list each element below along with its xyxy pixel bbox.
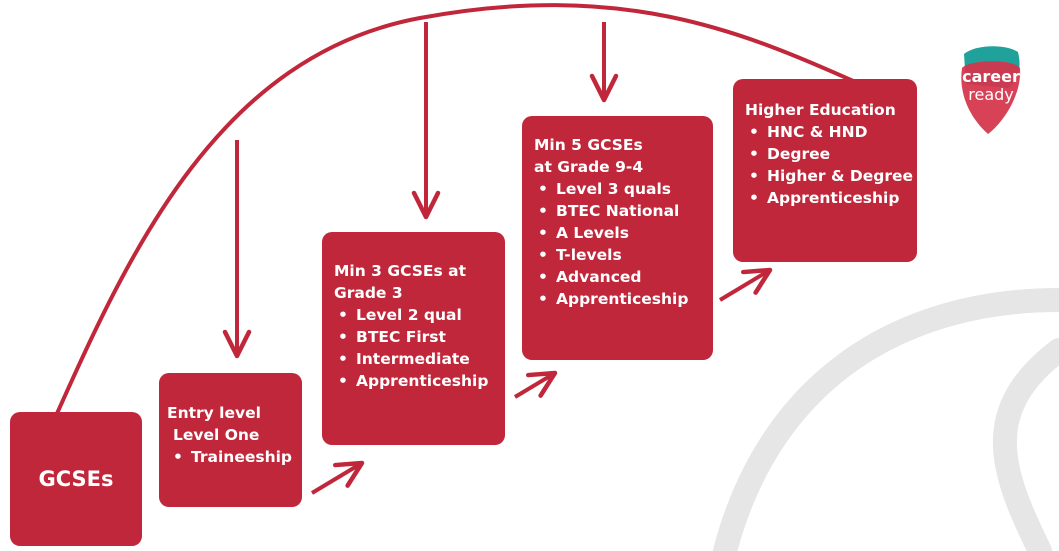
- box-entry-subtitle: Level One: [173, 426, 260, 444]
- list-item: A Levels: [526, 222, 713, 244]
- box-higher-title: Higher Education: [745, 101, 896, 119]
- list-item: Apprenticeship: [526, 288, 713, 310]
- career-ready-logo: career ready: [961, 46, 1021, 134]
- step-arrow-2: [513, 370, 558, 399]
- box-min3-list: Level 2 qual BTEC First Intermediate App…: [326, 304, 505, 392]
- list-item: Higher & Degree: [737, 165, 917, 187]
- list-item: Intermediate: [326, 348, 505, 370]
- progression-arc: [53, 3, 861, 419]
- logo-red-shape: [961, 61, 1021, 134]
- box-min3-subtitle: Grade 3: [334, 284, 403, 302]
- step-arrow-1: [310, 460, 365, 495]
- box-higher-education: Higher Education HNC & HND Degree Higher…: [733, 79, 917, 262]
- list-item: Apprenticeship: [737, 187, 917, 209]
- box-entry-title: Entry level: [167, 404, 261, 422]
- box-gcses-title: GCSEs: [38, 467, 114, 491]
- list-item: T-levels: [526, 244, 713, 266]
- list-item: Level 3 quals: [526, 178, 713, 200]
- box-min5-subtitle: at Grade 9-4: [534, 158, 644, 176]
- box-min-5-gcses: Min 5 GCSEs at Grade 9-4 Level 3 quals B…: [522, 116, 713, 360]
- list-item: Degree: [737, 143, 917, 165]
- list-item: HNC & HND: [737, 121, 917, 143]
- logo-text-line1: career: [962, 67, 1020, 86]
- watermark-loops: [713, 288, 1059, 551]
- box-min5-list: Level 3 quals BTEC National A Levels T-l…: [526, 178, 713, 310]
- box-min-3-gcses: Min 3 GCSEs at Grade 3 Level 2 qual BTEC…: [322, 232, 505, 445]
- step-arrow-3: [718, 267, 773, 302]
- list-item: Level 2 qual: [326, 304, 505, 326]
- list-item: Traineeship: [161, 446, 302, 468]
- box-gcses: GCSEs: [10, 412, 142, 546]
- box-min3-title: Min 3 GCSEs at: [334, 262, 466, 280]
- list-item: BTEC National: [526, 200, 713, 222]
- box-entry-level: Entry level Level One Traineeship: [159, 373, 302, 507]
- box-higher-list: HNC & HND Degree Higher & Degree Apprent…: [737, 121, 917, 209]
- list-item: Apprenticeship: [326, 370, 505, 392]
- logo-text-line2: ready: [968, 85, 1014, 104]
- list-item: Advanced: [526, 266, 713, 288]
- list-item: BTEC First: [326, 326, 505, 348]
- box-min5-title: Min 5 GCSEs: [534, 136, 643, 154]
- box-entry-list: Traineeship: [161, 446, 302, 468]
